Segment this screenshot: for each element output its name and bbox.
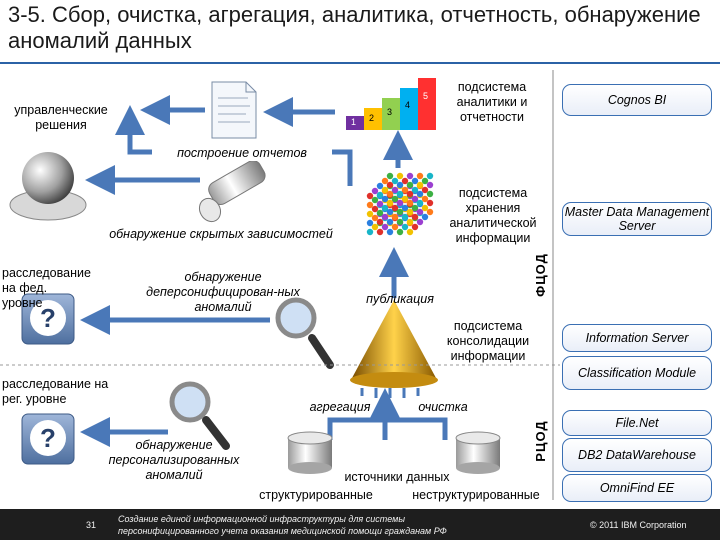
question-mark-fed: ? bbox=[40, 303, 56, 333]
product-classification-module: Classification Module bbox=[562, 356, 712, 390]
footer-note: Создание единой информационной инфрастру… bbox=[118, 514, 447, 536]
product-filenet: File.Net bbox=[562, 410, 712, 436]
label-consolidation-subsystem: подсистема консолидации информации bbox=[446, 319, 530, 363]
magnifier-icon-2 bbox=[169, 381, 230, 450]
title-divider bbox=[0, 62, 720, 64]
footer-copyright: © 2011 IBM Corporation bbox=[590, 520, 687, 530]
label-aggregation: агрегация bbox=[309, 400, 371, 414]
page-title: 3-5. Сбор, очистка, агрегация, аналитика… bbox=[8, 2, 701, 53]
label-storage-subsystem: подсистема хранения аналитической информ… bbox=[449, 186, 537, 245]
question-icon-reg bbox=[21, 413, 75, 465]
label-depersonalized-anomalies: обнаружение деперсонифицирован-ных анома… bbox=[146, 270, 300, 314]
label-fcod: ФЦОД bbox=[533, 253, 548, 297]
label-management-decisions: управленческие решения bbox=[14, 103, 108, 132]
stair-number-1: 1 bbox=[351, 117, 357, 127]
consolidation-funnel-icon bbox=[350, 300, 438, 398]
label-hidden-dependencies: обнаружение скрытых зависимостей bbox=[109, 227, 333, 241]
label-rcod: РЦОД bbox=[533, 420, 548, 462]
label-unstructured: неструктурированные bbox=[412, 488, 540, 502]
label-data-sources: источники данных bbox=[344, 470, 450, 484]
question-icon-fed bbox=[21, 293, 75, 345]
label-analytics-subsystem: подсистема аналитики и отчетности bbox=[456, 80, 528, 124]
stair-number-3: 3 bbox=[387, 107, 393, 117]
document-icon bbox=[211, 81, 257, 139]
footer-bar: 31 Создание единой информационной инфрас… bbox=[0, 509, 720, 540]
staircase-chart-icon bbox=[346, 78, 436, 130]
stair-number-4: 4 bbox=[405, 100, 411, 110]
label-fed-investigation: расследование на фед. уровне bbox=[2, 266, 91, 310]
flashlight-icon bbox=[198, 160, 266, 223]
label-personalized-anomalies: обнаружение персонализированных аномалий bbox=[108, 438, 240, 482]
database-icon-unstructured bbox=[455, 431, 501, 474]
database-icon-structured bbox=[287, 431, 333, 474]
label-publication: публикация bbox=[366, 292, 434, 306]
product-cognos-bi: Cognos BI bbox=[562, 84, 712, 116]
stair-number-5: 5 bbox=[423, 91, 429, 101]
crystal-ball-icon bbox=[9, 152, 87, 221]
label-reg-investigation: расследование на рег. уровне bbox=[2, 377, 109, 406]
product-mdm-server: Master Data Management Server bbox=[562, 202, 712, 236]
magnifier-icon-1 bbox=[275, 297, 334, 369]
product-omnifind: OmniFind EE bbox=[562, 474, 712, 502]
label-structured: структурированные bbox=[259, 488, 373, 502]
label-cleaning: очистка bbox=[418, 400, 468, 414]
arrow-sources-merge bbox=[327, 388, 448, 440]
data-cube-icon bbox=[366, 172, 434, 236]
label-report-building: построение отчетов bbox=[152, 146, 332, 161]
product-db2-datawarehouse: DB2 DataWarehouse bbox=[562, 438, 712, 472]
question-mark-reg: ? bbox=[40, 423, 56, 453]
footer-page-number: 31 bbox=[86, 520, 97, 530]
stair-number-2: 2 bbox=[369, 113, 375, 123]
product-information-server: Information Server bbox=[562, 324, 712, 352]
